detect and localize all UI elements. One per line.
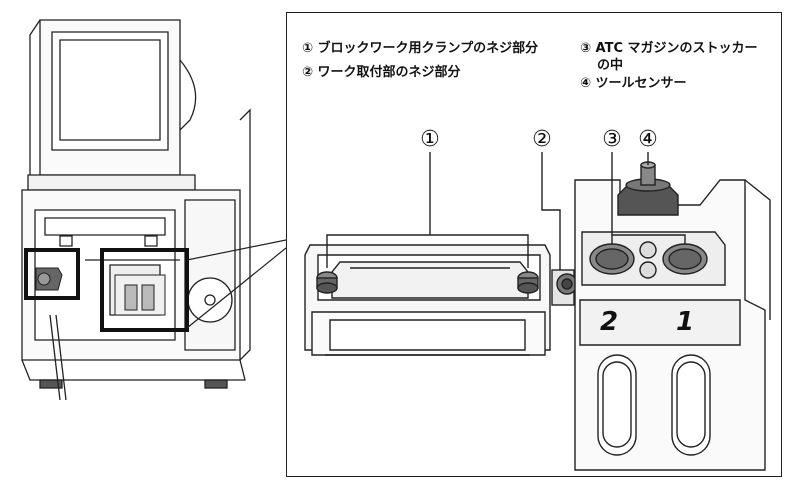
legend-item-2: ② ワーク取付部のネジ部分 [302,65,461,80]
legend-item-1: ① ブロックワーク用クランプのネジ部分 [302,41,539,56]
highlight-box-clamp [24,248,80,300]
callout-1: ① [420,127,440,152]
callout-pointer [186,239,287,329]
legend-item-3: ③ ATC マガジンのストッカー [580,41,758,56]
legend-item-4: ④ ツールセンサー [580,76,687,91]
tool-sensor [617,161,679,216]
clamp-screw-thumbnail [35,267,63,291]
callout-3: ③ [602,127,622,152]
stocker-label-1: 1 [676,307,695,337]
callout-2: ② [532,127,552,152]
work-holder-thumbnail [114,274,166,316]
stocker-label-2: 2 [600,307,619,337]
clamp-screw-left [316,271,338,294]
clamp-screw-right [517,271,539,294]
detail-frame [286,12,782,477]
highlight-box-work-holder [100,248,189,332]
machine-overview-drawing [21,19,287,401]
callout-4: ④ [638,127,658,152]
work-mount-screw [551,269,578,306]
legend-item-3-cont: の中 [597,58,624,73]
